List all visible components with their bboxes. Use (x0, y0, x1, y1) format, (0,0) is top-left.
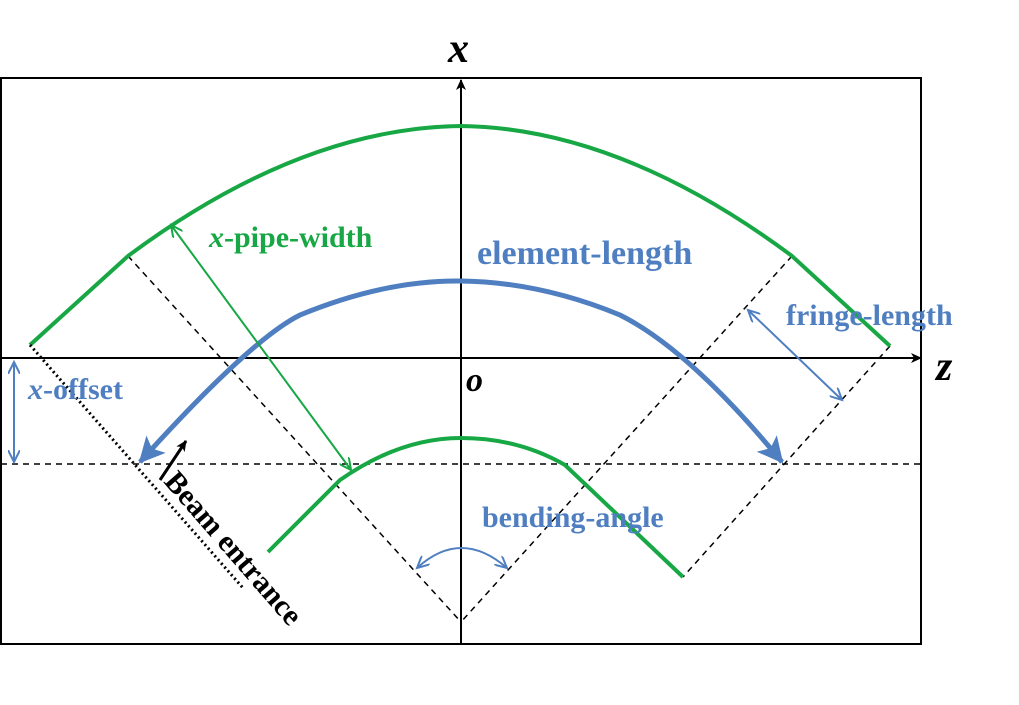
beam-entrance-line (28, 344, 245, 589)
fringe-length-arrow (748, 310, 842, 400)
entrance-radial-line (127, 255, 462, 623)
exit-fringe-line (682, 345, 891, 578)
beam-entrance-arrow (158, 440, 188, 481)
pipe-outer-wall (28, 123, 892, 348)
bending-angle-label: bending-angle (482, 501, 664, 534)
exit-radial-line (460, 255, 793, 623)
bending-angle-arc (417, 547, 507, 568)
x-offset-italic: x (27, 373, 43, 406)
x-offset-label: x-offset (27, 373, 123, 406)
origin-label: o (466, 362, 483, 399)
element-length-label: element-length (477, 235, 692, 272)
x-pipe-width-rest: -pipe-width (224, 221, 373, 254)
x-axis-label: x (447, 26, 469, 72)
x-pipe-width-label: x-pipe-width (208, 221, 373, 254)
x-pipe-width-italic: x (208, 221, 224, 254)
fringe-length-label: fringe-length (786, 299, 953, 332)
z-axis-label: z (934, 344, 953, 390)
pipe-width-arrow (171, 225, 351, 470)
x-offset-rest: -offset (43, 373, 123, 406)
beam-entrance-label: Beam entrance (158, 465, 309, 632)
